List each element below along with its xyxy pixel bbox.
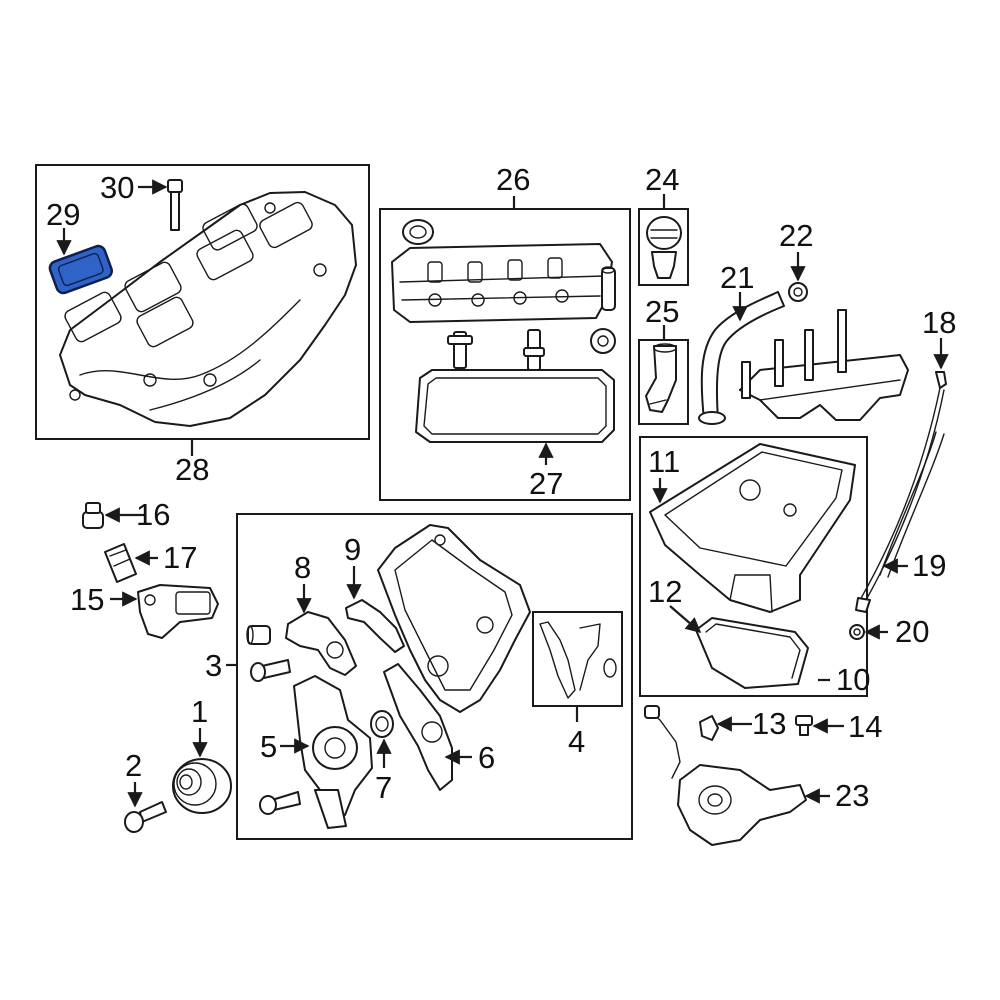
oil-filter-housing-icon[interactable] — [137, 584, 219, 639]
pcv-valve-icon[interactable] — [447, 331, 473, 369]
upper-oil-pan-icon[interactable] — [649, 443, 856, 613]
valve-cover-gasket-icon[interactable] — [415, 369, 615, 443]
callout-22: 22 — [779, 218, 813, 253]
front-seal-icon[interactable] — [370, 710, 394, 738]
bolt-icon-2[interactable] — [250, 659, 291, 682]
bolt-icon[interactable] — [167, 179, 183, 231]
callout-1: 1 — [191, 694, 208, 729]
crankshaft-pulley-icon[interactable] — [172, 758, 232, 814]
dipstick-tube-icon[interactable] — [879, 431, 945, 578]
callout-19: 19 — [912, 548, 946, 583]
oil-pump-icon[interactable] — [644, 705, 807, 846]
spark-tube-icon[interactable] — [601, 266, 616, 311]
callout-12: 12 — [648, 574, 682, 609]
water-outlet-icon[interactable] — [246, 611, 357, 676]
callout-23: 23 — [835, 778, 869, 813]
valve-cover-group-box — [379, 208, 631, 501]
grommet-icon[interactable] — [590, 328, 616, 354]
washer-icon[interactable] — [788, 282, 808, 302]
timing-cover-gasket-icon[interactable] — [539, 621, 617, 699]
oil-filler-cap-icon[interactable] — [646, 216, 682, 279]
pulley-bolt-icon[interactable] — [124, 801, 167, 833]
callout-6: 6 — [478, 740, 495, 775]
intake-gasket-icon[interactable] — [48, 244, 114, 295]
leader-lines — [56, 179, 949, 808]
oil-dipstick-tube-icon[interactable] — [698, 291, 785, 425]
callout-10: 10 — [836, 662, 870, 697]
valve-cover-icon[interactable] — [391, 243, 613, 323]
intake-manifold-icon[interactable] — [59, 191, 357, 427]
callout-20: 20 — [895, 614, 929, 649]
bolt-icon-3[interactable] — [259, 791, 301, 815]
bolt-icon-4[interactable] — [795, 715, 813, 736]
callout-26: 26 — [496, 162, 530, 197]
timing-cover-plate-icon[interactable] — [383, 663, 453, 791]
seal-icon[interactable] — [849, 624, 865, 640]
callout-5: 5 — [260, 729, 277, 764]
lower-oil-pan-icon[interactable] — [695, 617, 809, 689]
callout-28: 28 — [175, 452, 209, 487]
callout-labels: 30 29 28 26 27 24 25 21 22 18 19 20 11 1… — [46, 162, 956, 813]
callout-9: 9 — [344, 532, 361, 567]
callout-27: 27 — [529, 466, 563, 501]
seal-ring-icon[interactable] — [402, 219, 434, 245]
main-bearing-carrier-icon[interactable] — [739, 309, 909, 421]
oil-filler-tube-icon[interactable] — [645, 343, 677, 413]
callout-4: 4 — [568, 724, 585, 759]
callout-21: 21 — [720, 260, 754, 295]
callout-18: 18 — [922, 305, 956, 340]
callout-15: 15 — [70, 582, 104, 617]
callout-13: 13 — [752, 706, 786, 741]
dipstick-icon[interactable] — [855, 371, 947, 613]
callout-14: 14 — [848, 709, 882, 744]
callout-11: 11 — [648, 444, 680, 479]
timing-cover-icon[interactable] — [377, 524, 531, 713]
callout-2: 2 — [125, 748, 142, 783]
callout-29: 29 — [46, 197, 80, 232]
callout-30: 30 — [100, 170, 134, 205]
water-outlet-gasket-icon[interactable] — [345, 599, 405, 653]
leader-12 — [669, 605, 702, 634]
callout-8: 8 — [294, 550, 311, 585]
callout-7: 7 — [375, 770, 392, 805]
oil-filter-icon[interactable] — [104, 543, 137, 583]
callout-3: 3 — [205, 648, 222, 683]
plug-icon[interactable] — [82, 502, 104, 529]
callout-17: 17 — [163, 540, 197, 575]
intake-manifold-group-box — [35, 164, 370, 440]
sensor-icon[interactable] — [699, 715, 719, 741]
callout-25: 25 — [645, 294, 679, 329]
timing-cover-group-box — [236, 513, 633, 840]
callout-24: 24 — [645, 162, 679, 197]
callout-16: 16 — [136, 497, 170, 532]
stud-icon[interactable] — [523, 329, 545, 371]
oil-pan-group-box — [639, 436, 868, 697]
water-pump-icon[interactable] — [293, 675, 373, 829]
